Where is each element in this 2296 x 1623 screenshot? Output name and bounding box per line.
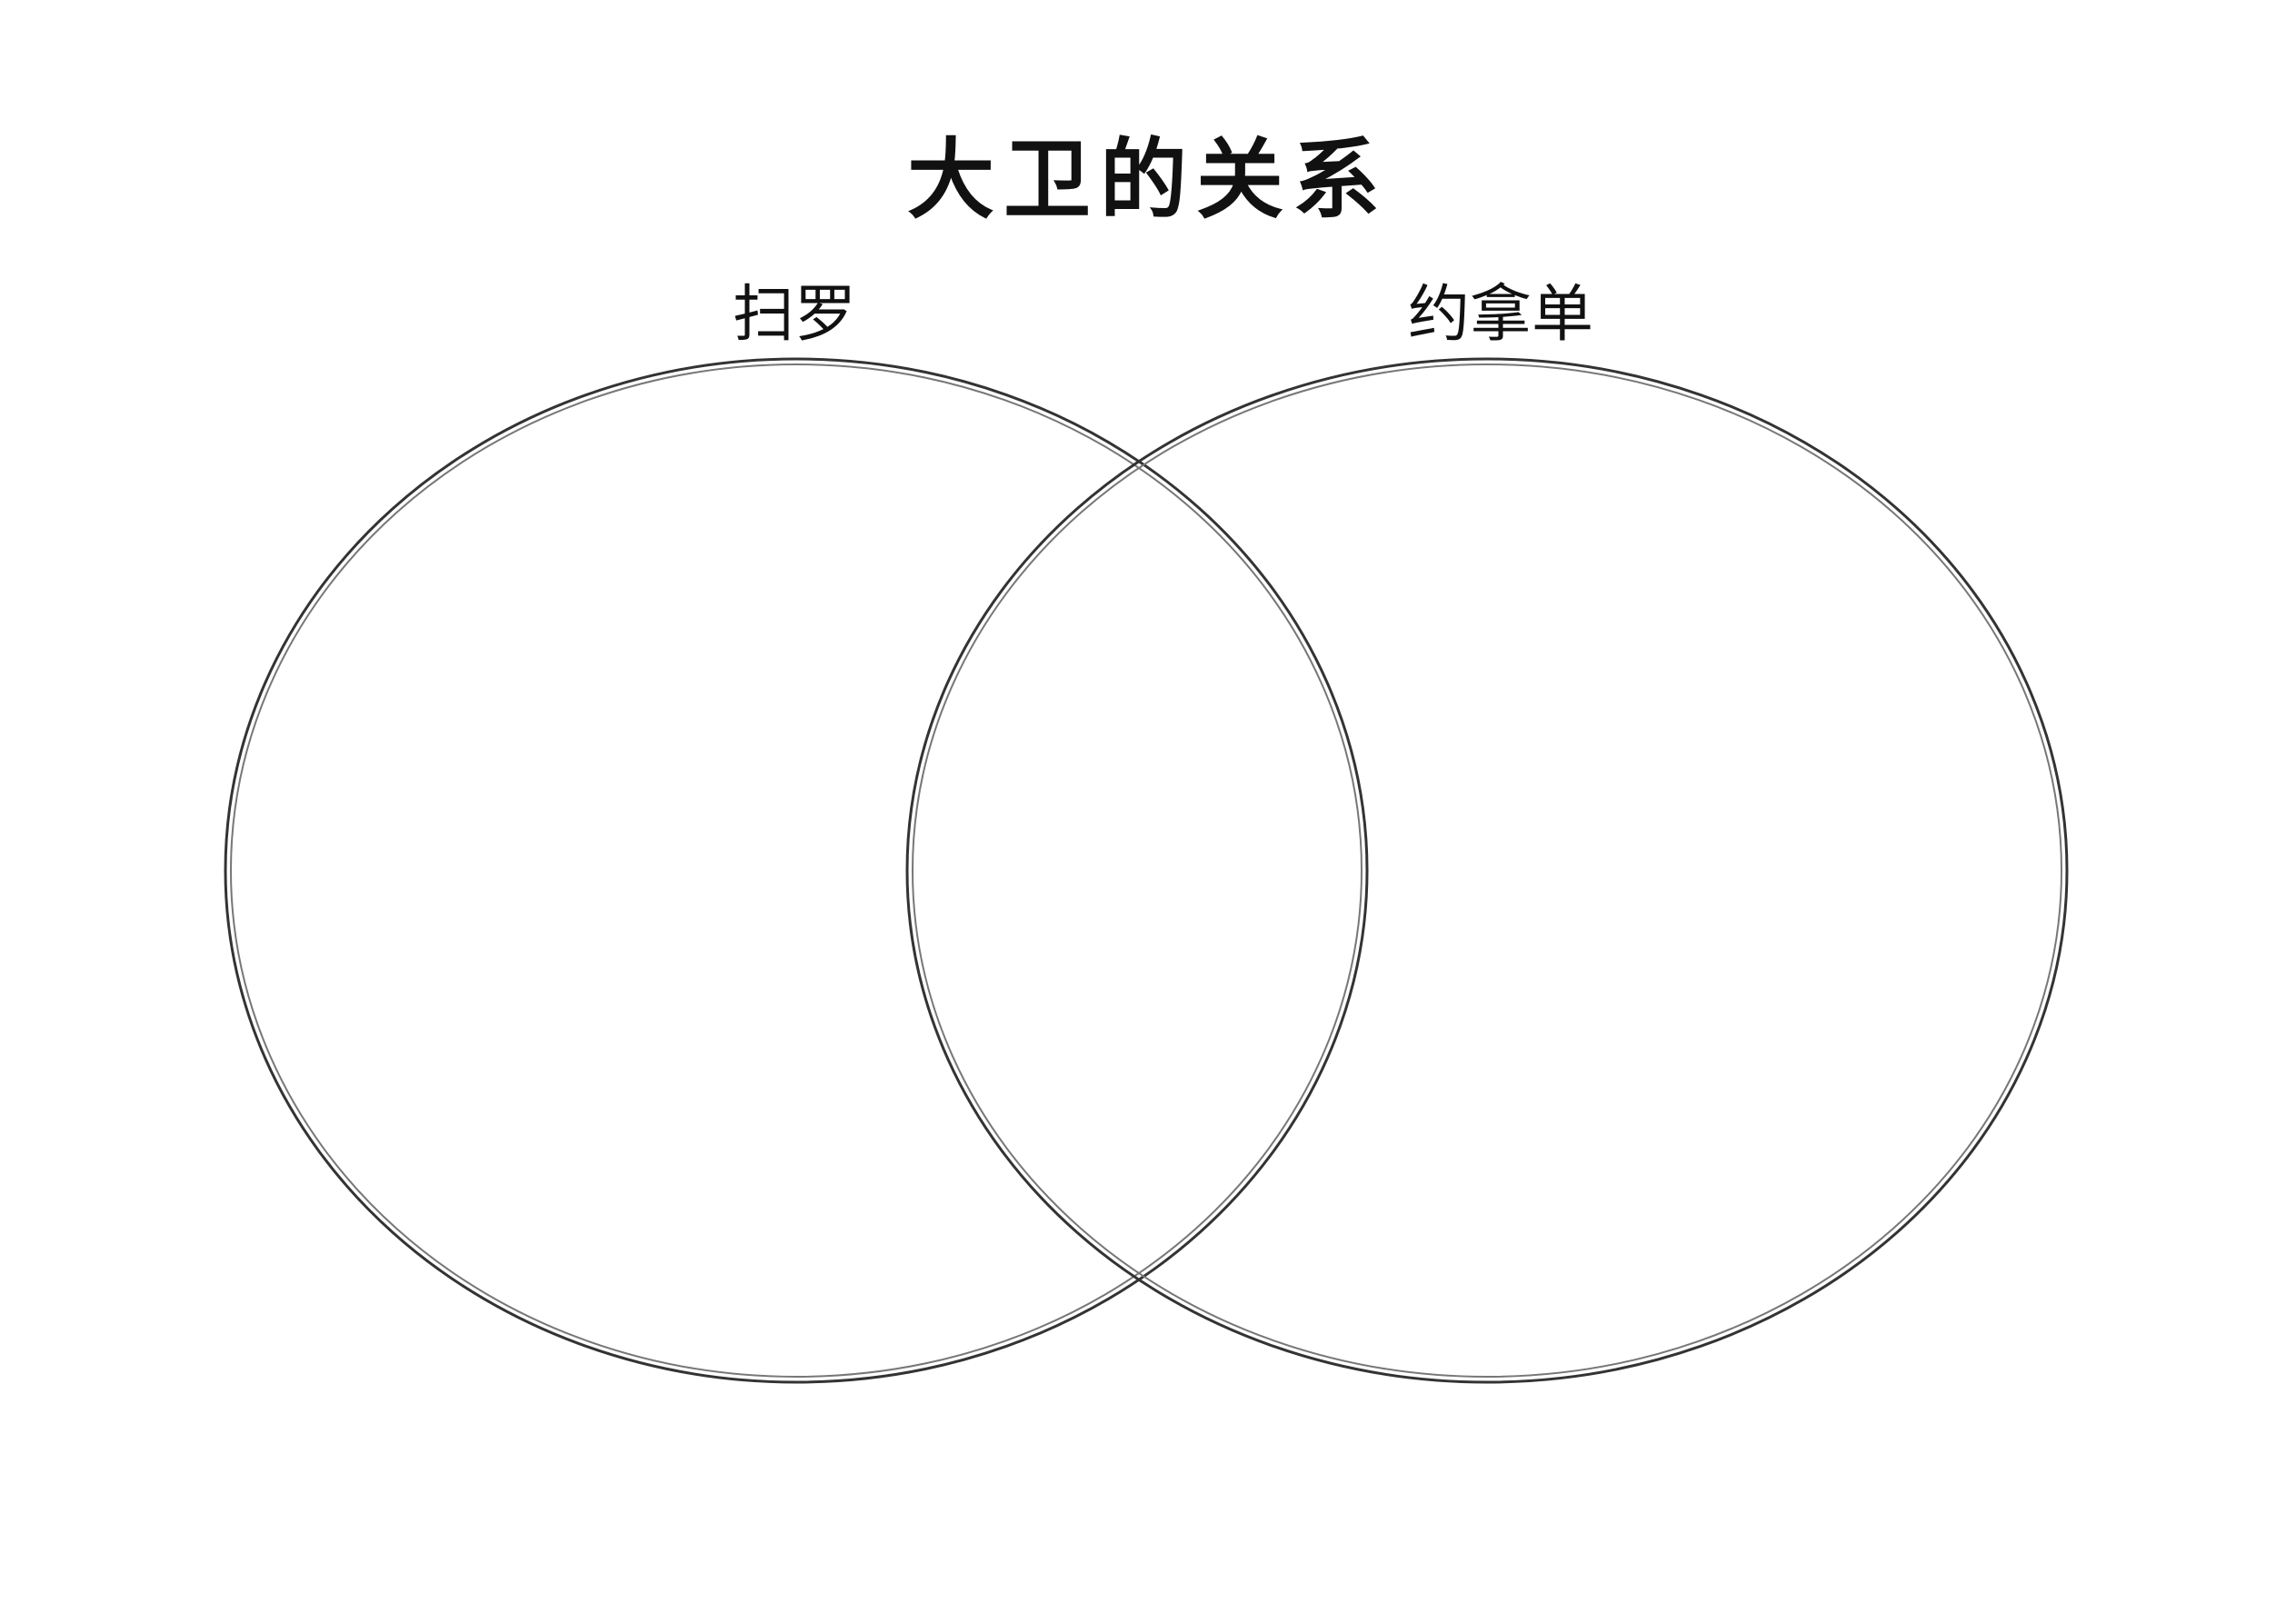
- venn-circle-right: [905, 357, 2069, 1384]
- set-label-left: 扫罗: [732, 279, 857, 351]
- diagram-title: 大卫的关系: [907, 128, 1389, 231]
- venn-circle-left: [224, 357, 1369, 1384]
- set-label-right: 约拿单: [1407, 279, 1594, 351]
